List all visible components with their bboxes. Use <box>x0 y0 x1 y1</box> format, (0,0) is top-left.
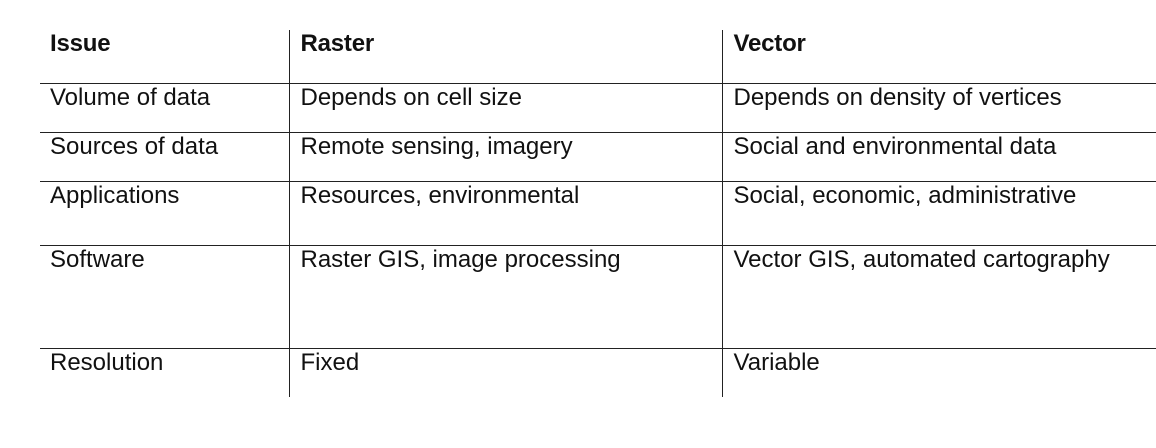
table-row: Applications Resources, environmental So… <box>40 181 1156 246</box>
cell-issue: Volume of data <box>40 83 289 133</box>
cell-vector: Social, economic, administrative <box>721 181 1156 246</box>
table-row: Volume of data Depends on cell size Depe… <box>40 83 1156 133</box>
cell-vector: Social and environmental data <box>721 132 1156 182</box>
cell-raster: Remote sensing, imagery <box>288 132 722 182</box>
cell-raster: Raster GIS, image processing <box>288 245 722 349</box>
cell-issue: Applications <box>40 181 289 246</box>
cell-issue: Sources of data <box>40 132 289 182</box>
header-raster: Raster <box>288 30 722 84</box>
cell-raster: Fixed <box>288 348 722 397</box>
table-row: Resolution Fixed Variable <box>40 348 1156 397</box>
table-header-row: Issue Raster Vector <box>40 30 1156 84</box>
table-row: Software Raster GIS, image processing Ve… <box>40 245 1156 349</box>
cell-vector: Depends on density of vertices <box>721 83 1156 133</box>
cell-issue: Resolution <box>40 348 289 397</box>
cell-issue: Software <box>40 245 289 349</box>
cell-raster: Resources, environmental <box>288 181 722 246</box>
table-row: Sources of data Remote sensing, imagery … <box>40 132 1156 182</box>
comparison-table: Issue Raster Vector Volume of data Depen… <box>40 30 1156 397</box>
cell-vector: Vector GIS, automated cartography <box>721 245 1156 349</box>
cell-vector: Variable <box>721 348 1156 397</box>
header-vector: Vector <box>721 30 1156 84</box>
cell-raster: Depends on cell size <box>288 83 722 133</box>
header-issue: Issue <box>50 30 111 57</box>
